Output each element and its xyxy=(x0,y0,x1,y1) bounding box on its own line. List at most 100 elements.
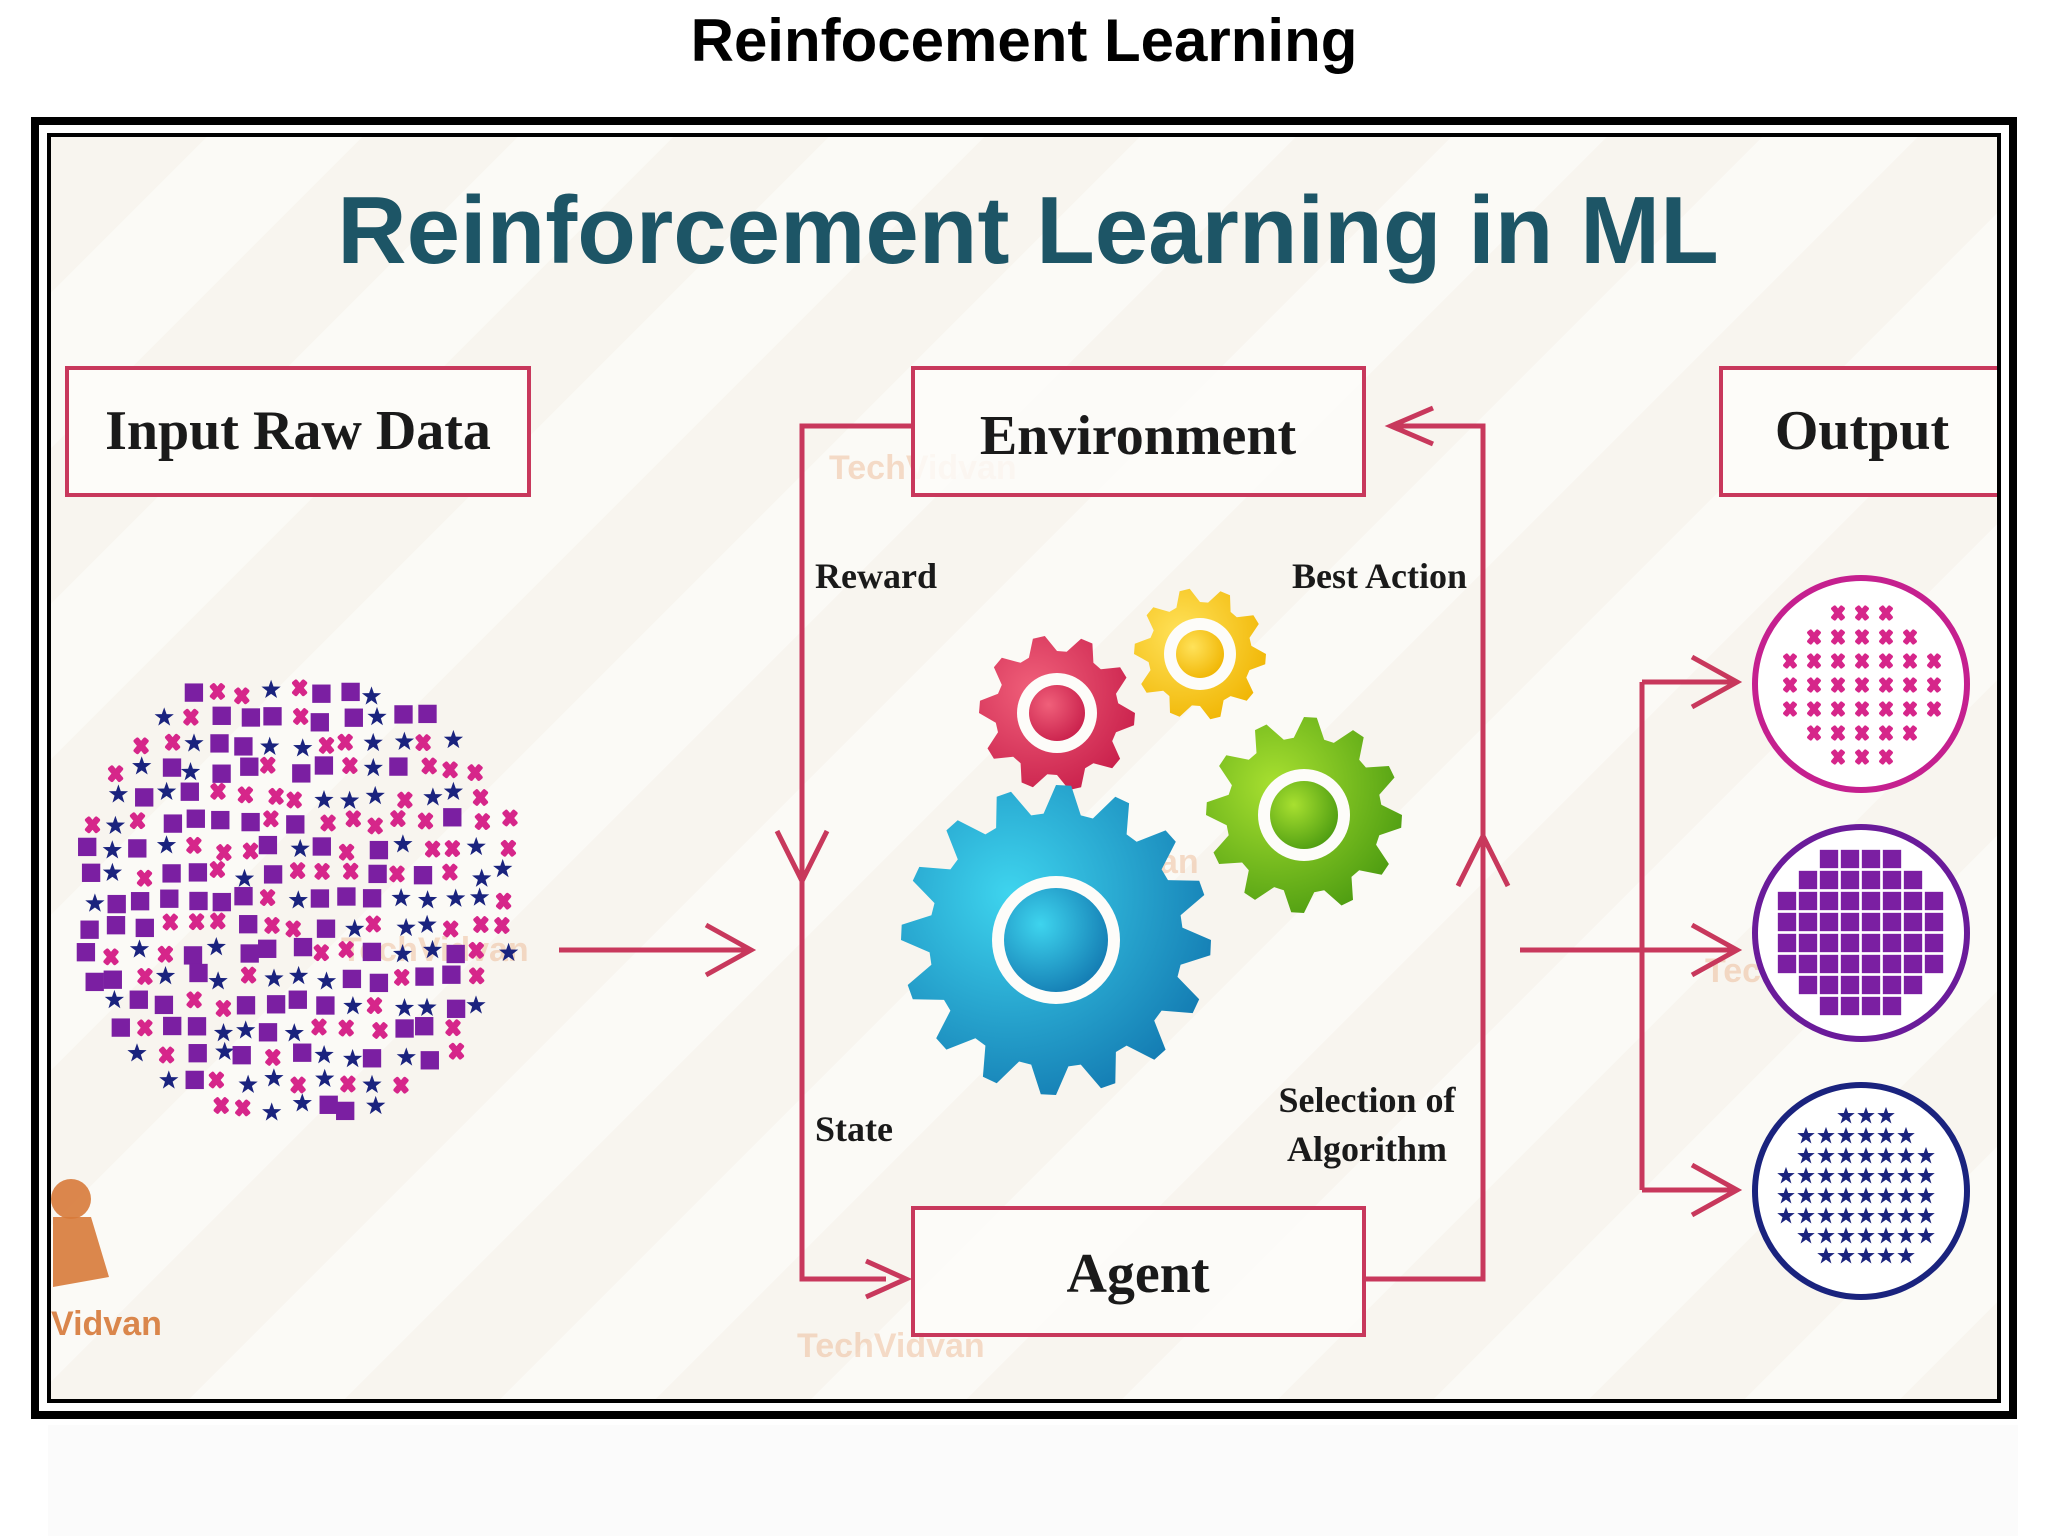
square-icon xyxy=(241,708,261,727)
cross-icon xyxy=(344,809,362,828)
square-icon xyxy=(1840,975,1860,995)
selection-label-line1: Selection of xyxy=(1279,1080,1457,1120)
star-icon xyxy=(466,836,486,856)
star-icon xyxy=(156,781,177,801)
square-icon xyxy=(189,891,208,911)
square-icon xyxy=(234,737,253,756)
square-icon xyxy=(1924,933,1944,953)
output-box: Output xyxy=(1719,366,1997,497)
square-icon xyxy=(130,892,150,911)
cross-icon xyxy=(234,1098,252,1117)
output-circle-stars xyxy=(1752,1082,1970,1300)
cross-icon xyxy=(259,888,276,907)
cross-icon xyxy=(341,756,359,775)
square-icon xyxy=(1861,891,1881,911)
square-icon xyxy=(1819,954,1839,974)
square-icon xyxy=(1819,870,1839,890)
square-icon xyxy=(312,684,331,703)
cross-icon xyxy=(417,811,434,831)
star-icon xyxy=(290,838,310,858)
square-icon xyxy=(395,1019,414,1038)
star-icon xyxy=(417,997,437,1016)
cross-icon xyxy=(107,764,124,783)
cross-icon xyxy=(318,736,335,755)
star-icon xyxy=(366,1095,386,1115)
star-icon xyxy=(102,840,122,859)
star-icon xyxy=(393,834,413,853)
cross-icon xyxy=(336,733,354,752)
square-icon xyxy=(415,1017,434,1036)
square-icon xyxy=(162,864,181,883)
cross-icon xyxy=(420,756,438,775)
agent-label: Agent xyxy=(1066,1243,1209,1305)
cross-icon xyxy=(342,862,360,881)
square-icon xyxy=(1798,975,1818,995)
square-icon xyxy=(1840,849,1860,869)
cross-icon xyxy=(132,736,150,755)
square-icon xyxy=(389,757,408,776)
star-icon xyxy=(314,1045,334,1064)
cross-icon xyxy=(237,785,254,804)
square-icon xyxy=(212,764,231,783)
square-icon xyxy=(1819,891,1839,911)
star-icon xyxy=(132,756,152,775)
input-to-loop-arrow xyxy=(559,922,757,978)
cross-icon xyxy=(338,843,355,862)
square-icon xyxy=(1882,954,1902,974)
cross-icon xyxy=(466,763,484,782)
square-icon xyxy=(316,919,336,938)
square-icon xyxy=(1798,933,1818,953)
cross-icon xyxy=(337,1019,355,1038)
square-icon xyxy=(111,1018,130,1037)
cross-icon xyxy=(129,811,146,830)
star-icon xyxy=(284,1023,304,1042)
square-icon xyxy=(1840,933,1860,953)
cross-icon xyxy=(441,863,459,882)
square-icon xyxy=(258,939,277,958)
cross-icon xyxy=(264,1048,282,1067)
square-icon xyxy=(344,708,363,727)
cross-icon xyxy=(371,1021,389,1040)
cross-icon xyxy=(185,990,203,1009)
slide-footer-area xyxy=(48,1425,2018,1536)
square-icon xyxy=(1882,975,1902,995)
square-icon xyxy=(163,814,183,833)
star-icon xyxy=(288,890,308,909)
gear-hub xyxy=(1029,685,1085,741)
square-icon xyxy=(394,705,413,724)
star-icon xyxy=(391,888,411,907)
cross-icon xyxy=(188,912,205,931)
square-icon xyxy=(1882,849,1902,869)
square-icon xyxy=(210,734,229,753)
square-icon xyxy=(292,764,311,783)
square-icon xyxy=(310,713,329,732)
square-icon xyxy=(232,1046,251,1065)
cross-icon xyxy=(267,787,285,806)
output-label: Output xyxy=(1775,400,1950,462)
cross-icon xyxy=(84,815,101,834)
square-icon xyxy=(369,840,389,860)
square-icon xyxy=(1819,996,1839,1016)
square-icon xyxy=(1861,954,1881,974)
star-icon xyxy=(363,732,383,752)
star-icon xyxy=(394,731,415,750)
square-icon xyxy=(1798,870,1818,890)
star-icon xyxy=(493,858,513,878)
star-icon xyxy=(184,733,204,752)
square-icon xyxy=(76,943,96,962)
cross-icon xyxy=(414,733,432,752)
cross-icon xyxy=(284,919,302,938)
square-icon xyxy=(1819,849,1839,869)
square-icon xyxy=(211,810,230,830)
square-icon xyxy=(446,999,466,1018)
square-icon xyxy=(1882,891,1902,911)
star-icon xyxy=(367,706,387,726)
square-icon xyxy=(1924,912,1944,932)
input-raw-data-box: Input Raw Data xyxy=(65,366,531,497)
reward-state-connector xyxy=(774,423,913,1300)
square-icon xyxy=(1882,912,1902,932)
square-icon xyxy=(1798,954,1818,974)
star-icon xyxy=(292,1093,312,1112)
cross-icon xyxy=(291,678,308,697)
square-icon xyxy=(1924,954,1944,974)
